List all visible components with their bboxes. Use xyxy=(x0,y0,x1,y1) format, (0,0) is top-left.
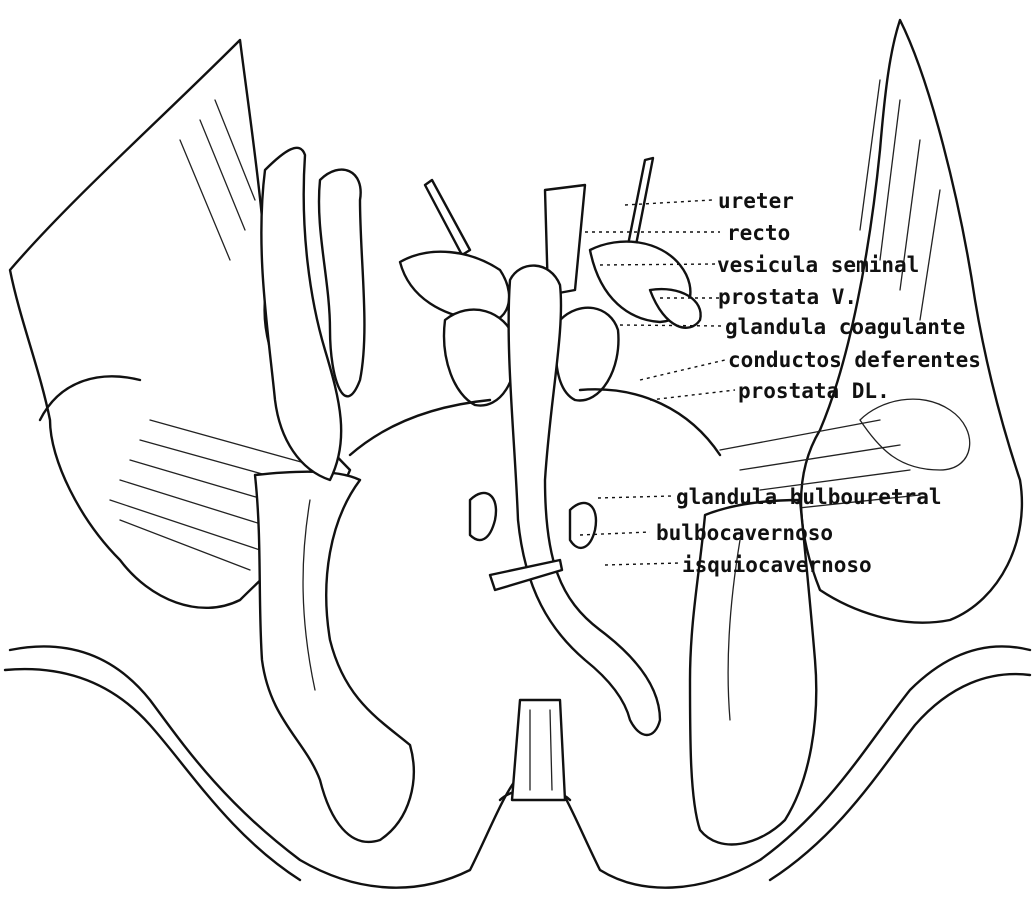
label-conductos-deferentes: conductos deferentes xyxy=(728,348,981,372)
label-isquiocavernoso: isquiocavernoso xyxy=(682,553,872,577)
label-prostata-v: prostata V. xyxy=(718,285,857,309)
label-ureter: ureter xyxy=(718,189,794,213)
left-crus xyxy=(255,472,414,842)
label-recto: recto xyxy=(727,221,790,245)
right-crus xyxy=(690,500,816,844)
label-bulbocavernoso: bulbocavernoso xyxy=(656,521,833,545)
label-glandula-bulbouretral: glandula bulbouretral xyxy=(676,485,942,509)
label-prostata-dl: prostata DL. xyxy=(738,379,890,403)
left-vesicle-lobe xyxy=(261,148,364,480)
label-vesicula-seminal: vesicula seminal xyxy=(717,253,919,277)
ureters xyxy=(425,158,653,255)
label-glandula-coagulante: glandula coagulante xyxy=(725,315,965,339)
